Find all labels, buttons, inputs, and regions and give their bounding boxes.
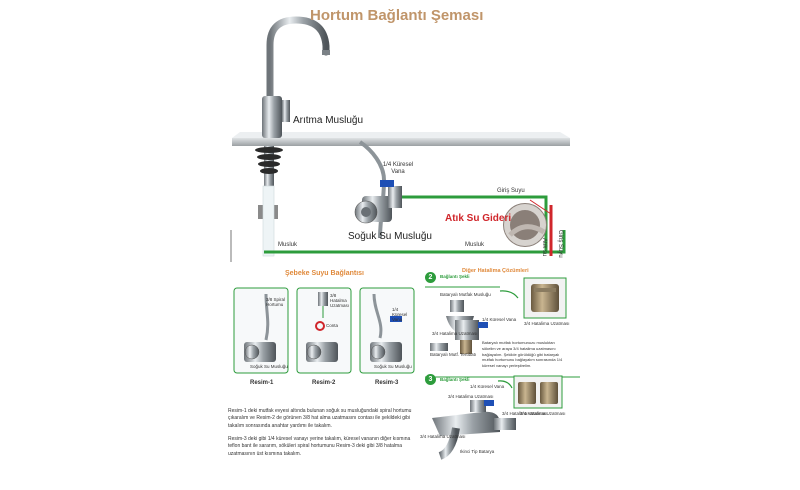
- step2-gasket: Conta: [326, 323, 339, 328]
- step3-tap: Soğuk Su Musluğu: [374, 364, 412, 369]
- conn2-fit: Bataryalı Mutf. Tertibatı: [430, 352, 477, 357]
- conn2-label: Bağlantı Şekli: [440, 274, 470, 279]
- green-hose-inlet: [402, 195, 548, 252]
- inlet-label-top: Giriş Suyu: [497, 188, 525, 194]
- paragraph-1: Resim-1 deki mutfak evyesi altında bulun…: [228, 408, 412, 429]
- inlet-label-vertical: Giriş Suyu: [557, 230, 563, 258]
- arrow-conn3: [497, 380, 513, 389]
- conn2-badge: 2: [425, 272, 436, 283]
- spiral-hose: [358, 140, 387, 239]
- counter-top-edge: [232, 132, 570, 138]
- step1-spiral: 3/8 Spiral Hortumu: [266, 297, 286, 307]
- cold-water-tap: [354, 196, 392, 224]
- conn2-valve: 1/4 Küresel Vana: [482, 317, 517, 322]
- arrow-conn2: [499, 290, 519, 299]
- drain-label: Atık Su Gideri: [445, 213, 512, 224]
- step3-caption: Resim-3: [375, 380, 399, 386]
- step3-panel: [359, 287, 415, 374]
- conn3-ext-b: 3/4 Hatalima Uzatması: [502, 411, 548, 416]
- valve-label: 1/4 Küresel Vana: [382, 162, 414, 175]
- cold-tap-label: Soğuk Su Musluğu: [348, 231, 432, 242]
- drain-inset: [503, 199, 552, 247]
- conn3-diagram: [425, 376, 580, 460]
- conn3-valve: 1/4 Küresel Vana: [470, 384, 505, 389]
- conn3-ext-a: 3/4 Hatalima Uzatması: [448, 394, 494, 399]
- page-title: Hortum Bağlantı Şeması: [310, 7, 484, 24]
- step3-valve: 1/4 Küresel Vana: [392, 307, 408, 322]
- conn2-faucet: Bataryalı Mutfak Musluğu: [440, 292, 491, 297]
- conn3-ext-c: 3/4 Hatalima Uzatması: [520, 411, 566, 416]
- step2-caption: Resim-2: [312, 380, 336, 386]
- network-title: Şebeke Suyu Bağlantısı: [285, 270, 364, 277]
- conn3-badge: 3: [425, 374, 436, 385]
- fitting-photo-1: [523, 277, 567, 319]
- conn2-ext: 3/4 Hatalima Uzatması: [432, 331, 478, 336]
- drain-vertical-label: Atık su: [541, 238, 547, 257]
- purifier-faucet: [262, 16, 330, 138]
- conn2-diagram: [425, 286, 500, 354]
- conn3-label: Bağlantı Şekli: [440, 377, 470, 382]
- conn2-fitting-ext: 3/4 Hatalima Uzatması: [524, 321, 570, 326]
- hose-label-left: Musluk: [278, 242, 298, 248]
- paragraph-2: Resim-3 deki gibi 1/4 küresel vanayı yer…: [228, 436, 411, 457]
- step2-panel: [296, 287, 352, 374]
- green-hose-outlet: [264, 230, 566, 254]
- faucet-label: Arıtma Musluğu: [293, 115, 364, 126]
- counter-top: [232, 138, 570, 146]
- hose-label-mid: Musluk: [465, 242, 485, 248]
- step1-tap: Soğuk Su Musluğu: [250, 364, 288, 369]
- alt-title: Diğer Hatalima Çözümleri: [462, 268, 529, 274]
- faucet-shank: [255, 146, 283, 257]
- step1-caption: Resim-1: [250, 380, 274, 386]
- conn2-note: Bataryalı mutfak hortumunuzu musluktan s…: [482, 340, 563, 369]
- fitting-photo-2: [513, 375, 563, 409]
- quarter-ball-valve: [380, 180, 402, 208]
- step1-panel: [233, 287, 289, 374]
- conn3-bottom: Ikinci Tip Batarya: [460, 449, 495, 454]
- conn3-ext-d: 3/4 Hatalima Uzatması: [420, 434, 466, 439]
- step2-ext: 3/8 Hatalma Uzatması: [330, 293, 350, 308]
